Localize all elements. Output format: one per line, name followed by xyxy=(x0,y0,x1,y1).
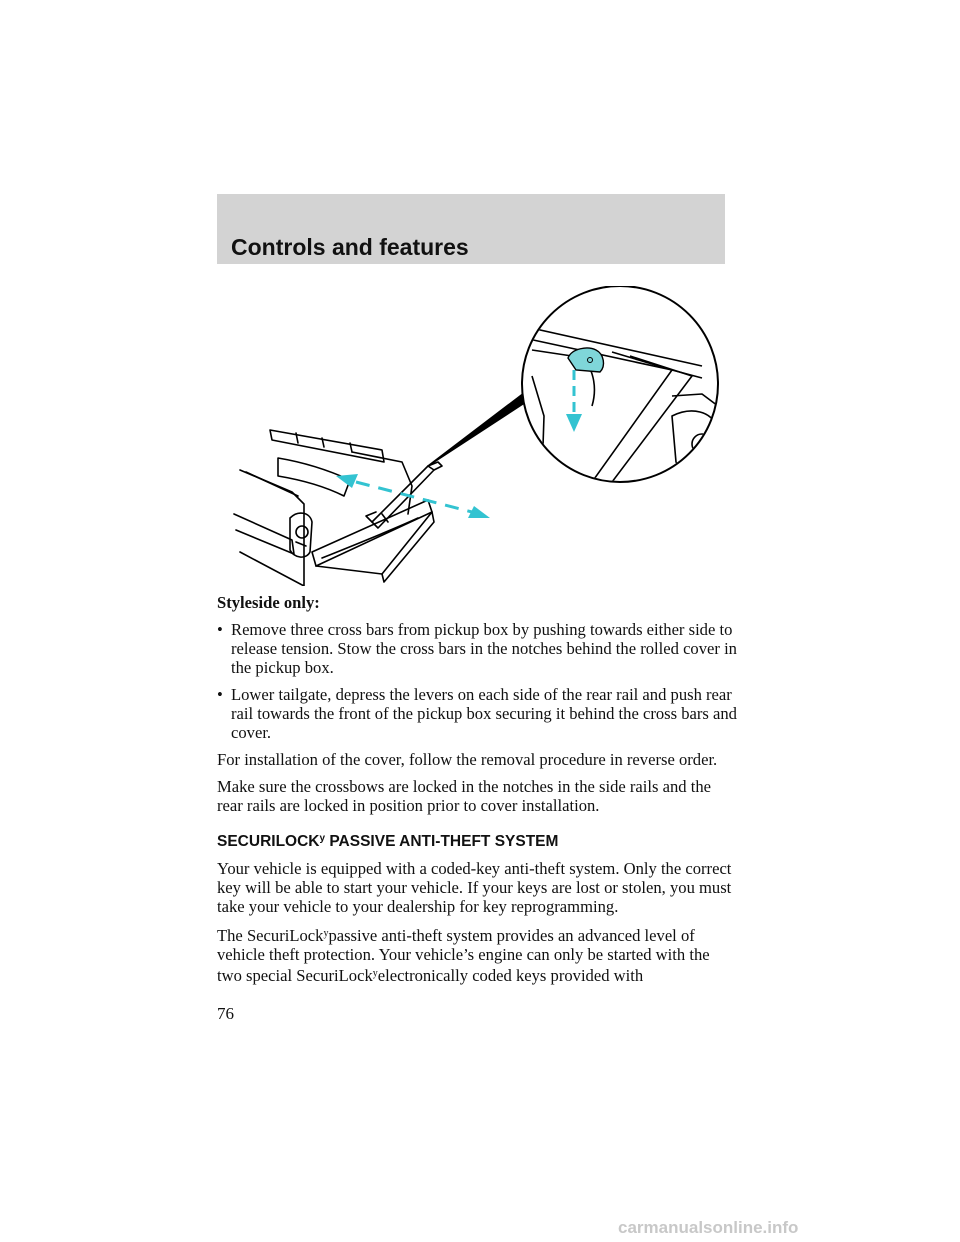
page-number: 76 xyxy=(217,1004,234,1023)
list-item-text: Lower tailgate, depress the levers on ea… xyxy=(231,685,737,742)
securilock-paragraph: The SecuriLockypassive anti-theft system… xyxy=(217,924,737,985)
securilock-paragraph-part3: electronically coded keys provided with xyxy=(377,966,644,985)
section-heading-part1: SECURILOCK xyxy=(217,833,320,850)
bullet-icon: • xyxy=(217,620,223,639)
styleside-heading: Styleside only: xyxy=(217,593,320,612)
body-text: Styleside only: • Remove three cross bar… xyxy=(217,593,737,993)
trademark-icon: y xyxy=(319,833,326,844)
securilock-paragraph-part2: passive anti-theft system provides an ad… xyxy=(217,926,710,985)
installation-paragraph: For installation of the cover, follow th… xyxy=(217,750,718,769)
bullet-icon: • xyxy=(217,685,223,704)
coded-key-paragraph: Your vehicle is equipped with a coded-ke… xyxy=(217,859,732,916)
crossbows-paragraph: Make sure the crossbows are locked in th… xyxy=(217,777,711,815)
section-header-bar: Controls and features xyxy=(217,194,725,264)
section-heading-part2: PASSIVE ANTI-THEFT SYSTEM xyxy=(329,833,559,850)
section-heading: SECURILOCKy PASSIVE ANTI-THEFT SYSTEM xyxy=(217,829,737,851)
pickup-tonneau-cover-rear-rail-diagram-icon xyxy=(233,286,719,586)
list-item-text: Remove three cross bars from pickup box … xyxy=(231,620,737,677)
trademark-icon: y xyxy=(372,968,378,979)
watermark: carmanualsonline.info xyxy=(618,1218,799,1237)
list-item: • Remove three cross bars from pickup bo… xyxy=(217,620,737,677)
section-title: Controls and features xyxy=(231,234,469,260)
list-item: • Lower tailgate, depress the levers on … xyxy=(217,685,737,742)
securilock-paragraph-part1: The SecuriLock xyxy=(217,926,324,945)
trademark-icon: y xyxy=(323,928,329,939)
